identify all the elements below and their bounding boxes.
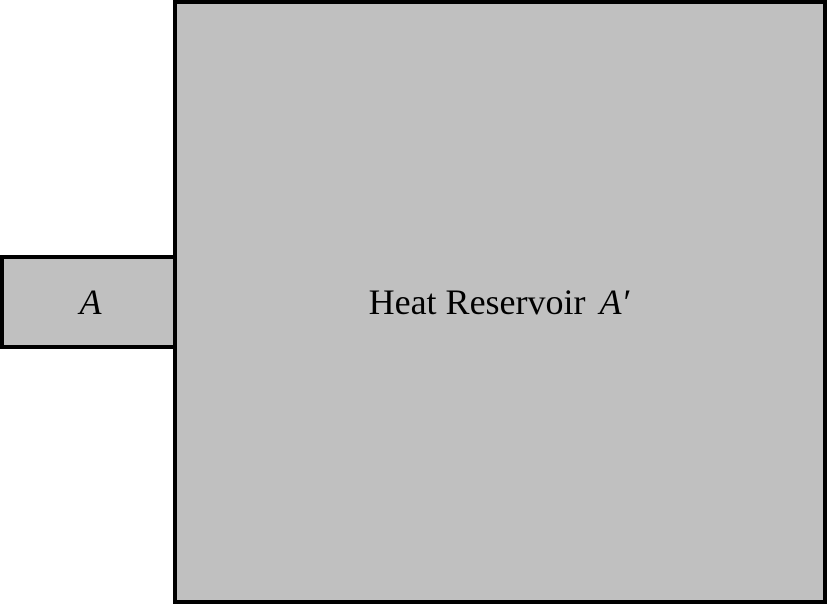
heat-reservoir-symbol: A [599, 282, 622, 322]
heat-reservoir-box: Heat Reservoir A′ [173, 0, 827, 604]
system-a-symbol: A [79, 282, 102, 322]
system-a-label: A [80, 284, 102, 320]
heat-reservoir-prime: ′ [623, 282, 632, 322]
heat-reservoir-name: Heat Reservoir [368, 282, 586, 322]
system-a-box: A [0, 255, 177, 349]
heat-reservoir-label: Heat Reservoir A′ [369, 284, 632, 320]
